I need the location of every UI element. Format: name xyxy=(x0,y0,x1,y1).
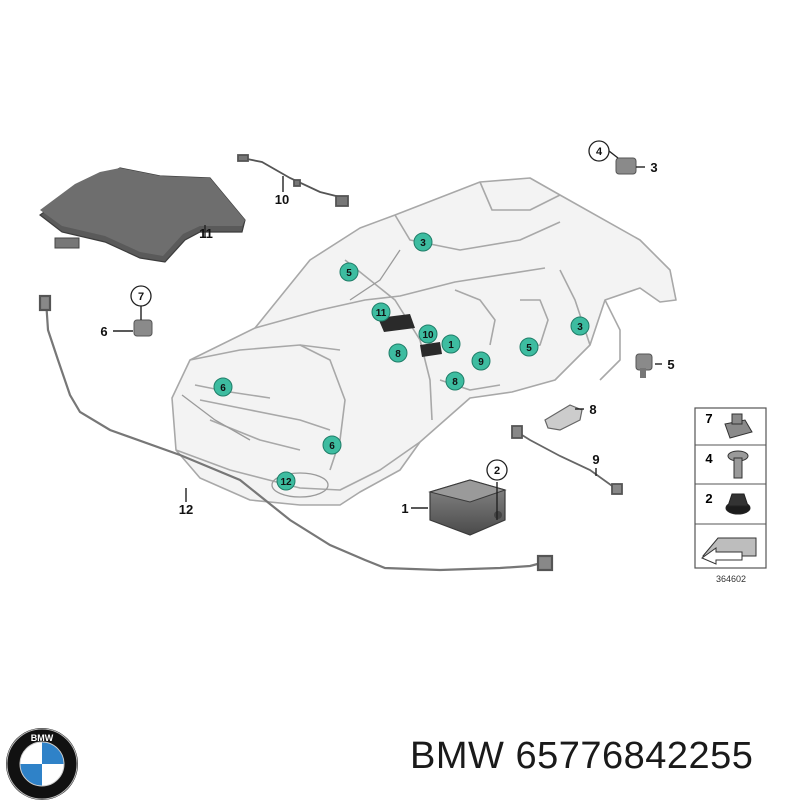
hardware-legend: 7 4 2 364602 xyxy=(694,407,767,584)
marker-9: 9 xyxy=(478,357,484,368)
marker-3b: 3 xyxy=(577,322,583,333)
marker-8a: 8 xyxy=(395,349,401,360)
grommet-nut-icon xyxy=(725,493,751,515)
callout-7: 7 xyxy=(138,291,144,303)
bmw-logo: BMW xyxy=(6,728,78,800)
callout-3: 3 xyxy=(650,160,657,175)
teal-markers: 3 5 3 11 10 1 8 9 5 8 6 6 12 xyxy=(213,232,590,491)
callout-6: 6 xyxy=(100,324,107,339)
part-3-sensor xyxy=(615,157,637,175)
part-8-bracket xyxy=(544,404,583,431)
callout-11: 11 xyxy=(199,226,213,241)
part-11-mat xyxy=(38,167,246,263)
marker-6b: 6 xyxy=(329,441,335,452)
marker-6a: 6 xyxy=(220,383,226,394)
part-5-sensor xyxy=(635,353,653,378)
callout-4: 4 xyxy=(596,146,603,158)
screw-icon xyxy=(727,450,749,479)
legend-4: 4 xyxy=(705,451,713,466)
marker-1: 1 xyxy=(448,340,454,351)
part-caption: BMW 65776842255 xyxy=(410,735,753,778)
logo-text: BMW xyxy=(31,733,54,743)
marker-11: 11 xyxy=(376,308,387,319)
legend-2: 2 xyxy=(705,491,712,506)
circled-callouts: 2 4 7 xyxy=(130,140,610,481)
callout-1: 1 xyxy=(401,501,408,516)
black-callouts: 1 3 5 6 8 9 10 11 12 xyxy=(100,160,674,517)
part-12-cable xyxy=(38,294,554,572)
marker-5b: 5 xyxy=(526,343,532,354)
leader-lines xyxy=(113,150,662,520)
marker-12: 12 xyxy=(280,477,292,488)
marker-8b: 8 xyxy=(452,377,458,388)
part-10-harness xyxy=(237,154,349,207)
callout-12: 12 xyxy=(179,502,193,517)
car-front-details xyxy=(181,249,401,498)
part-6-sensor xyxy=(133,319,153,337)
part-9-sensor xyxy=(511,425,623,495)
callout-9: 9 xyxy=(592,452,599,467)
callout-5: 5 xyxy=(667,357,674,372)
legend-7: 7 xyxy=(705,411,712,426)
callout-10: 10 xyxy=(275,192,289,207)
part-1-control-unit xyxy=(428,479,507,536)
marker-10: 10 xyxy=(422,330,434,341)
marker-5a: 5 xyxy=(346,268,352,279)
callout-2: 2 xyxy=(494,465,500,477)
callout-8: 8 xyxy=(589,402,596,417)
caption-part-number: 65776842255 xyxy=(515,735,754,777)
arrow-icon xyxy=(700,537,757,565)
diagram-id: 364602 xyxy=(716,574,746,584)
clip-nut-icon xyxy=(724,413,753,439)
caption-brand: BMW xyxy=(410,735,505,777)
marker-3a: 3 xyxy=(420,238,426,249)
